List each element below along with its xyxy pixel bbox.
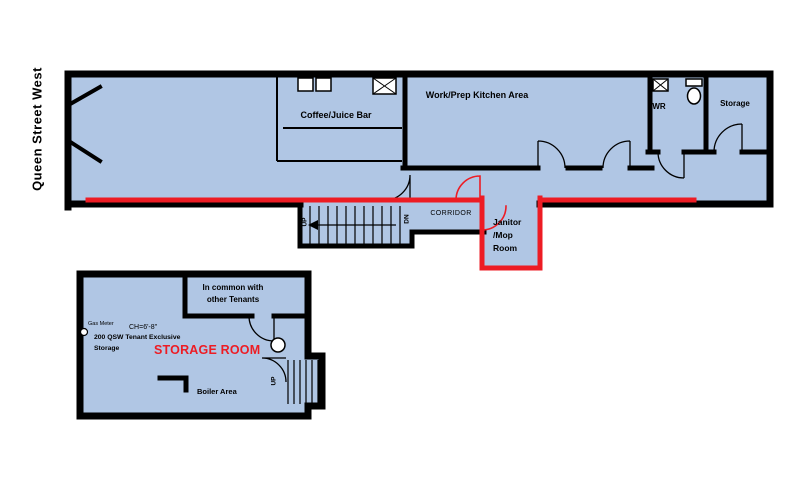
basement-door-swing-arcs xyxy=(248,315,287,383)
stairs-direction-arrow xyxy=(308,220,318,230)
janitor-room-label-line: Janitor xyxy=(493,217,522,227)
stair-corridor-walls xyxy=(297,198,487,249)
kitchen-sink-icon xyxy=(372,77,397,95)
counter-appliance-icon xyxy=(297,77,314,92)
main-floor xyxy=(64,70,774,271)
washroom-walls xyxy=(645,74,709,155)
gas-meter-icon xyxy=(79,327,89,337)
janitor-room-label: Janitor /Mop Room xyxy=(493,216,539,254)
kitchen-walls xyxy=(400,74,655,171)
janitor-room-outline xyxy=(479,195,543,271)
red-door-swing-arcs xyxy=(455,175,507,231)
toilet-icon xyxy=(685,78,703,105)
storefront-angled-walls xyxy=(69,84,103,164)
coffee-bar-counter xyxy=(276,77,402,162)
tenant-storage-label-line: 200 QSW Tenant Exclusive xyxy=(94,334,181,341)
boiler-area-label: Boiler Area xyxy=(197,387,237,396)
janitor-room-label-line: /Mop xyxy=(493,229,513,240)
ceiling-height-label: CH=6'-8" xyxy=(129,324,158,331)
storage-room-label: STORAGE ROOM xyxy=(154,343,261,357)
main-floor-exterior-walls xyxy=(64,70,774,211)
main-floor-area xyxy=(68,74,770,268)
kitchen-area-label: Work/Prep Kitchen Area xyxy=(425,90,529,100)
basement-stairs xyxy=(287,360,319,404)
stairs-down-label: DN xyxy=(403,214,411,224)
tenant-storage-label-line: Storage xyxy=(94,344,120,352)
street-label: Queen Street West xyxy=(29,67,45,191)
main-stairs xyxy=(308,206,401,244)
common-area-label-line: In common with xyxy=(202,283,264,292)
tenant-storage-label: 200 QSW Tenant Exclusive Storage xyxy=(94,333,204,354)
basement-area xyxy=(80,274,322,416)
coffee-juice-bar-label: Coffee/Juice Bar xyxy=(300,110,372,120)
meter-symbol-icon xyxy=(270,337,286,353)
washroom-label: WR xyxy=(652,102,666,111)
stairs-up-label: UP xyxy=(301,217,309,227)
storage-label: Storage xyxy=(720,99,750,108)
janitor-room-label-line: Room xyxy=(493,242,518,253)
washroom-sink-icon xyxy=(652,78,669,92)
basement xyxy=(76,270,326,420)
door-swing-arcs xyxy=(384,123,743,201)
counter-appliance-icon xyxy=(315,77,332,92)
basement-stairs-up-label: UP xyxy=(270,376,278,386)
basement-exterior-walls xyxy=(76,270,326,420)
common-area-label-line: other Tenants xyxy=(206,294,260,304)
gas-meter-label: Gas Meter xyxy=(88,321,114,327)
basement-interior-walls xyxy=(157,275,309,393)
corridor-label: CORRIDOR xyxy=(430,210,472,217)
common-area-label: In common with other Tenants xyxy=(186,282,280,305)
